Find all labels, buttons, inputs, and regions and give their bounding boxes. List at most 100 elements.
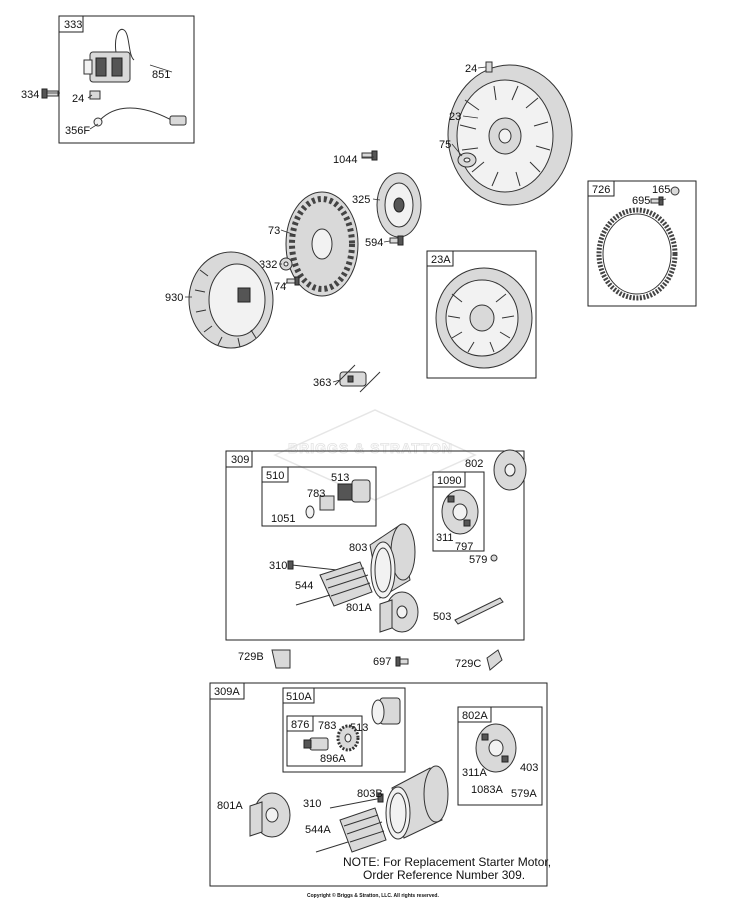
svg-text:BRIGGS & STRATTON: BRIGGS & STRATTON xyxy=(288,440,453,456)
copyright-text: Copyright © Briggs & Stratton, LLC. All … xyxy=(307,892,439,899)
screw-74-part[interactable] xyxy=(286,276,300,286)
nut-165-part[interactable] xyxy=(670,186,680,196)
label-697: 697 xyxy=(373,656,391,668)
label-802: 802 xyxy=(465,458,483,470)
label-797: 797 xyxy=(455,541,473,553)
label-310-bottom: 310 xyxy=(303,798,321,810)
kit-tag-802A xyxy=(457,706,492,723)
kit-box-876 xyxy=(286,715,363,767)
pin-24-part[interactable] xyxy=(485,61,493,73)
kit-box-510 xyxy=(261,466,377,527)
screw-334-part[interactable] xyxy=(41,88,59,99)
kit-tag-1090 xyxy=(432,471,466,488)
kit-tag-510 xyxy=(261,466,289,483)
kit-tag-726 xyxy=(587,180,615,197)
kit-tag-309A xyxy=(209,682,245,700)
label-356F: 356F xyxy=(65,125,90,137)
label-73: 73 xyxy=(268,225,280,237)
label-579A: 579A xyxy=(511,788,537,800)
kit-box-333 xyxy=(58,15,195,144)
label-803B: 803B xyxy=(357,788,383,800)
flywheel-23A-part[interactable] xyxy=(435,267,533,369)
pinion-896A-part[interactable] xyxy=(303,737,329,751)
label-333: 333 xyxy=(64,19,82,31)
kit-tag-333 xyxy=(58,15,84,33)
kit-box-802A xyxy=(457,706,543,806)
kit-tag-876 xyxy=(286,715,314,732)
label-783-bottom: 783 xyxy=(318,720,336,732)
housing-803B-part[interactable] xyxy=(385,765,449,840)
ground-wire-part[interactable] xyxy=(93,107,187,127)
label-544A: 544A xyxy=(305,824,331,836)
label-74: 74 xyxy=(274,281,286,293)
label-503: 503 xyxy=(433,611,451,623)
label-729B: 729B xyxy=(238,651,264,663)
bolt-310-bottom-part[interactable] xyxy=(329,793,384,809)
screw-697-part[interactable] xyxy=(395,656,409,667)
pin-24-small-part[interactable] xyxy=(89,90,101,100)
label-851: 851 xyxy=(152,69,170,81)
label-513: 513 xyxy=(331,472,349,484)
bracket-729B-part[interactable] xyxy=(271,649,291,669)
ignition-module-part[interactable] xyxy=(83,28,135,83)
label-579: 579 xyxy=(469,554,487,566)
clutch-325-part[interactable] xyxy=(376,172,422,238)
label-334: 334 xyxy=(21,89,39,101)
note-line-1: NOTE: For Replacement Starter Motor, xyxy=(343,855,551,869)
label-325: 325 xyxy=(352,194,370,206)
kit-tag-23A xyxy=(426,250,454,267)
screw-594-part[interactable] xyxy=(389,235,404,246)
fan-930-part[interactable] xyxy=(188,251,274,349)
label-896A: 896A xyxy=(320,753,346,765)
label-311A: 311A xyxy=(462,767,488,779)
ring-gear-726-part[interactable] xyxy=(596,207,678,301)
washer-75-part[interactable] xyxy=(457,152,477,168)
end-cap-802-part[interactable] xyxy=(493,449,527,491)
washer-579-part[interactable] xyxy=(490,554,498,562)
housing-803-part[interactable] xyxy=(369,523,416,599)
gear-783-bottom-part[interactable] xyxy=(336,724,360,752)
screw-1044-part[interactable] xyxy=(361,150,378,161)
end-cap-802A-part[interactable] xyxy=(475,723,517,773)
label-510: 510 xyxy=(266,470,284,482)
armature-544-part[interactable] xyxy=(295,561,373,607)
label-729C: 729C xyxy=(455,658,481,670)
label-726: 726 xyxy=(592,184,610,196)
label-309: 309 xyxy=(231,454,249,466)
screw-695-part[interactable] xyxy=(650,196,664,206)
brush-plate-1090-part[interactable] xyxy=(441,489,479,535)
label-510A: 510A xyxy=(286,691,312,703)
label-165: 165 xyxy=(652,184,670,196)
end-cap-801A-bottom-part[interactable] xyxy=(249,792,291,838)
label-802A: 802A xyxy=(462,710,488,722)
label-1051: 1051 xyxy=(271,513,295,525)
label-311: 311 xyxy=(436,532,454,544)
end-cap-801A-part[interactable] xyxy=(379,591,419,633)
flywheel-23-part[interactable] xyxy=(447,64,573,206)
drive-assembly-510-part[interactable] xyxy=(305,479,371,519)
label-332: 332 xyxy=(259,259,277,271)
label-23: 23 xyxy=(449,111,461,123)
label-544: 544 xyxy=(295,580,313,592)
label-1090: 1090 xyxy=(437,475,461,487)
label-801A: 801A xyxy=(346,602,372,614)
kit-tag-309 xyxy=(225,450,253,468)
label-1083A: 1083A xyxy=(471,784,503,796)
label-876: 876 xyxy=(291,719,309,731)
label-309A: 309A xyxy=(214,686,240,698)
drive-513-bottom-part[interactable] xyxy=(371,697,401,725)
kit-box-510A xyxy=(282,687,406,773)
label-75: 75 xyxy=(439,139,451,151)
kit-tag-510A xyxy=(282,687,315,704)
bracket-729C-part[interactable] xyxy=(486,649,503,671)
label-801A-bottom: 801A xyxy=(217,800,243,812)
label-594: 594 xyxy=(365,237,383,249)
screen-73-part[interactable] xyxy=(285,191,359,297)
kit-box-309 xyxy=(225,450,525,641)
label-23A: 23A xyxy=(431,254,451,266)
bracket-503-part[interactable] xyxy=(454,597,504,625)
bracket-363-part[interactable] xyxy=(334,364,381,393)
kit-box-23A xyxy=(426,250,537,379)
label-310: 310 xyxy=(269,560,287,572)
armature-544A-part[interactable] xyxy=(315,807,387,853)
